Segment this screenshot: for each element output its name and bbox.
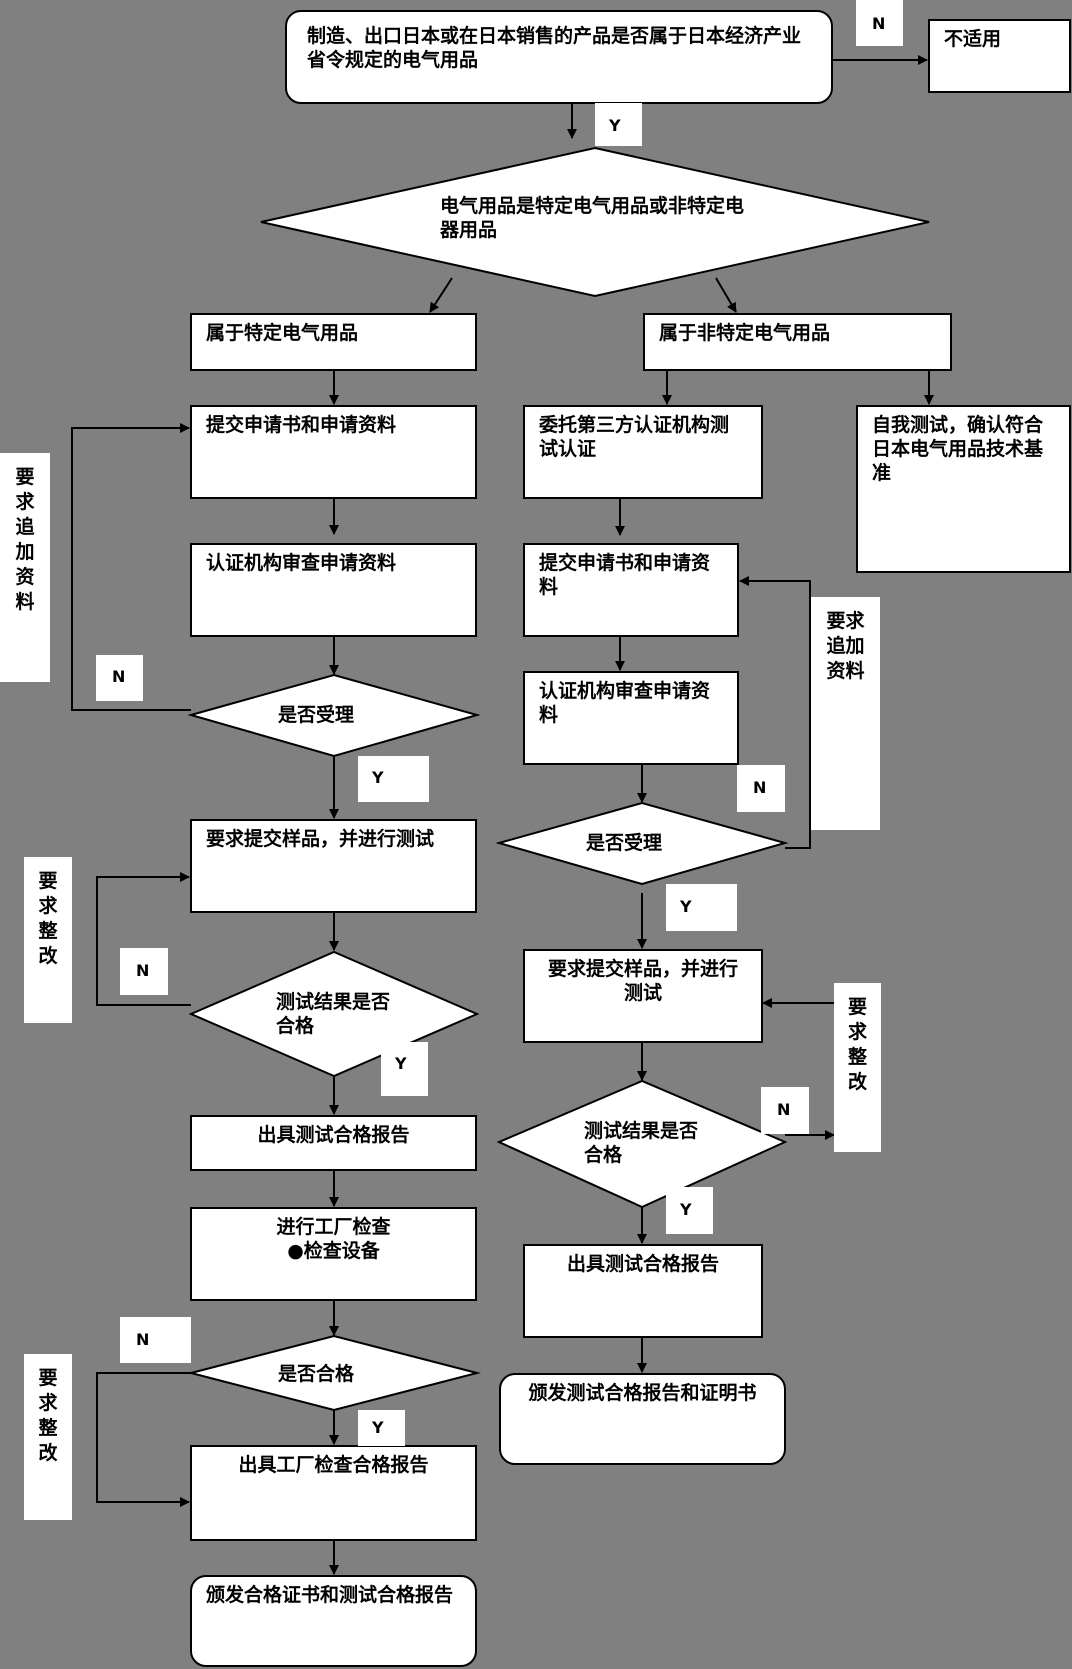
- n-label-l-accept: N: [96, 655, 143, 701]
- rectify-left-2-text: 要求整改: [38, 1367, 58, 1464]
- m-report-box: 出具测试合格报告: [523, 1244, 763, 1338]
- not-applicable-box: 不适用: [928, 19, 1071, 93]
- non-specific-box: 属于非特定电气用品: [643, 313, 952, 371]
- add-docs-left-text: 要求追加资料: [15, 466, 35, 613]
- self-test-box: 自我测试，确认符合日本电气用品技术基准: [856, 405, 1071, 573]
- l-issue-box: 颁发合格证书和测试合格报告: [190, 1575, 477, 1667]
- non-specific-text: 属于非特定电气用品: [659, 322, 831, 344]
- y-label-m-test: Y: [666, 1187, 713, 1234]
- m-entrust-box: 委托第三方认证机构测试认证: [523, 405, 763, 499]
- y-label-start: Y: [595, 103, 642, 146]
- add-docs-right-text: 要求追加资料: [826, 610, 865, 682]
- l-accept-text: 是否受理: [278, 704, 355, 726]
- l-submit-text: 提交申请书和申请资料: [206, 414, 397, 436]
- m-review-box: 认证机构审查申请资料: [523, 671, 739, 765]
- m-submit-box: 提交申请书和申请资料: [523, 543, 739, 637]
- n-label-start: N: [856, 0, 903, 46]
- m-test-diamond: [496, 1079, 788, 1209]
- specific-text: 属于特定电气用品: [206, 322, 359, 344]
- l-sample-box: 要求提交样品，并进行测试: [190, 819, 477, 913]
- l-report-box: 出具测试合格报告: [190, 1115, 477, 1171]
- classify-text: 电气用品是特定电气用品或非特定电器用品: [440, 195, 745, 241]
- l-review-box: 认证机构审查申请资料: [190, 543, 477, 637]
- l-factory-report-box: 出具工厂检查合格报告: [190, 1445, 477, 1541]
- m-sample-box: 要求提交样品，并进行测试: [523, 949, 763, 1043]
- start-box: 制造、出口日本或在日本销售的产品是否属于日本经济产业省令规定的电气用品: [285, 10, 833, 104]
- start-text: 制造、出口日本或在日本销售的产品是否属于日本经济产业省令规定的电气用品: [307, 25, 802, 71]
- m-sample-text: 要求提交样品，并进行测试: [547, 958, 738, 1004]
- m-submit-text: 提交申请书和申请资料: [539, 552, 711, 598]
- y-label-l-test: Y: [381, 1042, 428, 1096]
- m-accept-text: 是否受理: [586, 832, 663, 854]
- n-label-m-test: N: [761, 1087, 809, 1134]
- add-docs-label-left: 要求追加资料: [0, 453, 50, 682]
- m-report-text: 出具测试合格报告: [566, 1253, 719, 1275]
- self-test-text: 自我测试，确认符合日本电气用品技术基准: [872, 414, 1044, 484]
- n-label-l-test: N: [120, 948, 168, 995]
- rectify-left-1-text: 要求整改: [38, 870, 58, 967]
- y-label-l-accept: Y: [358, 756, 429, 802]
- l-report-text: 出具测试合格报告: [257, 1124, 410, 1146]
- rectify-label-left-1: 要求整改: [24, 857, 72, 1023]
- l-issue-text: 颁发合格证书和测试合格报告: [206, 1584, 454, 1606]
- l-factory-text-2: ●检查设备: [287, 1240, 380, 1262]
- y-label-m-accept: Y: [666, 884, 737, 931]
- l-factory-text-1: 进行工厂检查: [276, 1216, 391, 1238]
- not-applicable-text: 不适用: [944, 28, 1002, 50]
- m-issue-text: 颁发测试合格报告和证明书: [528, 1382, 757, 1404]
- l-sample-text: 要求提交样品，并进行测试: [206, 828, 435, 850]
- m-review-text: 认证机构审查申请资料: [539, 680, 711, 726]
- m-issue-box: 颁发测试合格报告和证明书: [499, 1373, 786, 1465]
- rectify-label-left-2: 要求整改: [24, 1354, 72, 1520]
- l-factory-box: 进行工厂检查 ●检查设备: [190, 1207, 477, 1301]
- l-factory-report-text: 出具工厂检查合格报告: [238, 1454, 429, 1476]
- y-label-l-pass: Y: [358, 1410, 405, 1446]
- l-review-text: 认证机构审查申请资料: [206, 552, 397, 574]
- rectify-right-text: 要求整改: [847, 996, 867, 1093]
- l-accept-diamond: [187, 673, 481, 758]
- rectify-label-right: 要求整改: [834, 983, 881, 1152]
- m-entrust-text: 委托第三方认证机构测试认证: [539, 414, 730, 460]
- add-docs-label-right: 要求追加资料: [811, 597, 880, 830]
- specific-box: 属于特定电气用品: [190, 313, 477, 371]
- n-label-l-pass: N: [120, 1317, 191, 1363]
- l-submit-box: 提交申请书和申请资料: [190, 405, 477, 499]
- m-accept-diamond: [495, 801, 789, 886]
- l-pass-diamond: [187, 1334, 481, 1412]
- n-label-m-accept: N: [737, 765, 785, 812]
- m-test-text: 测试结果是否合格: [584, 1120, 699, 1166]
- classify-diamond: [260, 146, 930, 298]
- l-test-text: 测试结果是否合格: [276, 991, 391, 1037]
- l-pass-text: 是否合格: [278, 1363, 355, 1385]
